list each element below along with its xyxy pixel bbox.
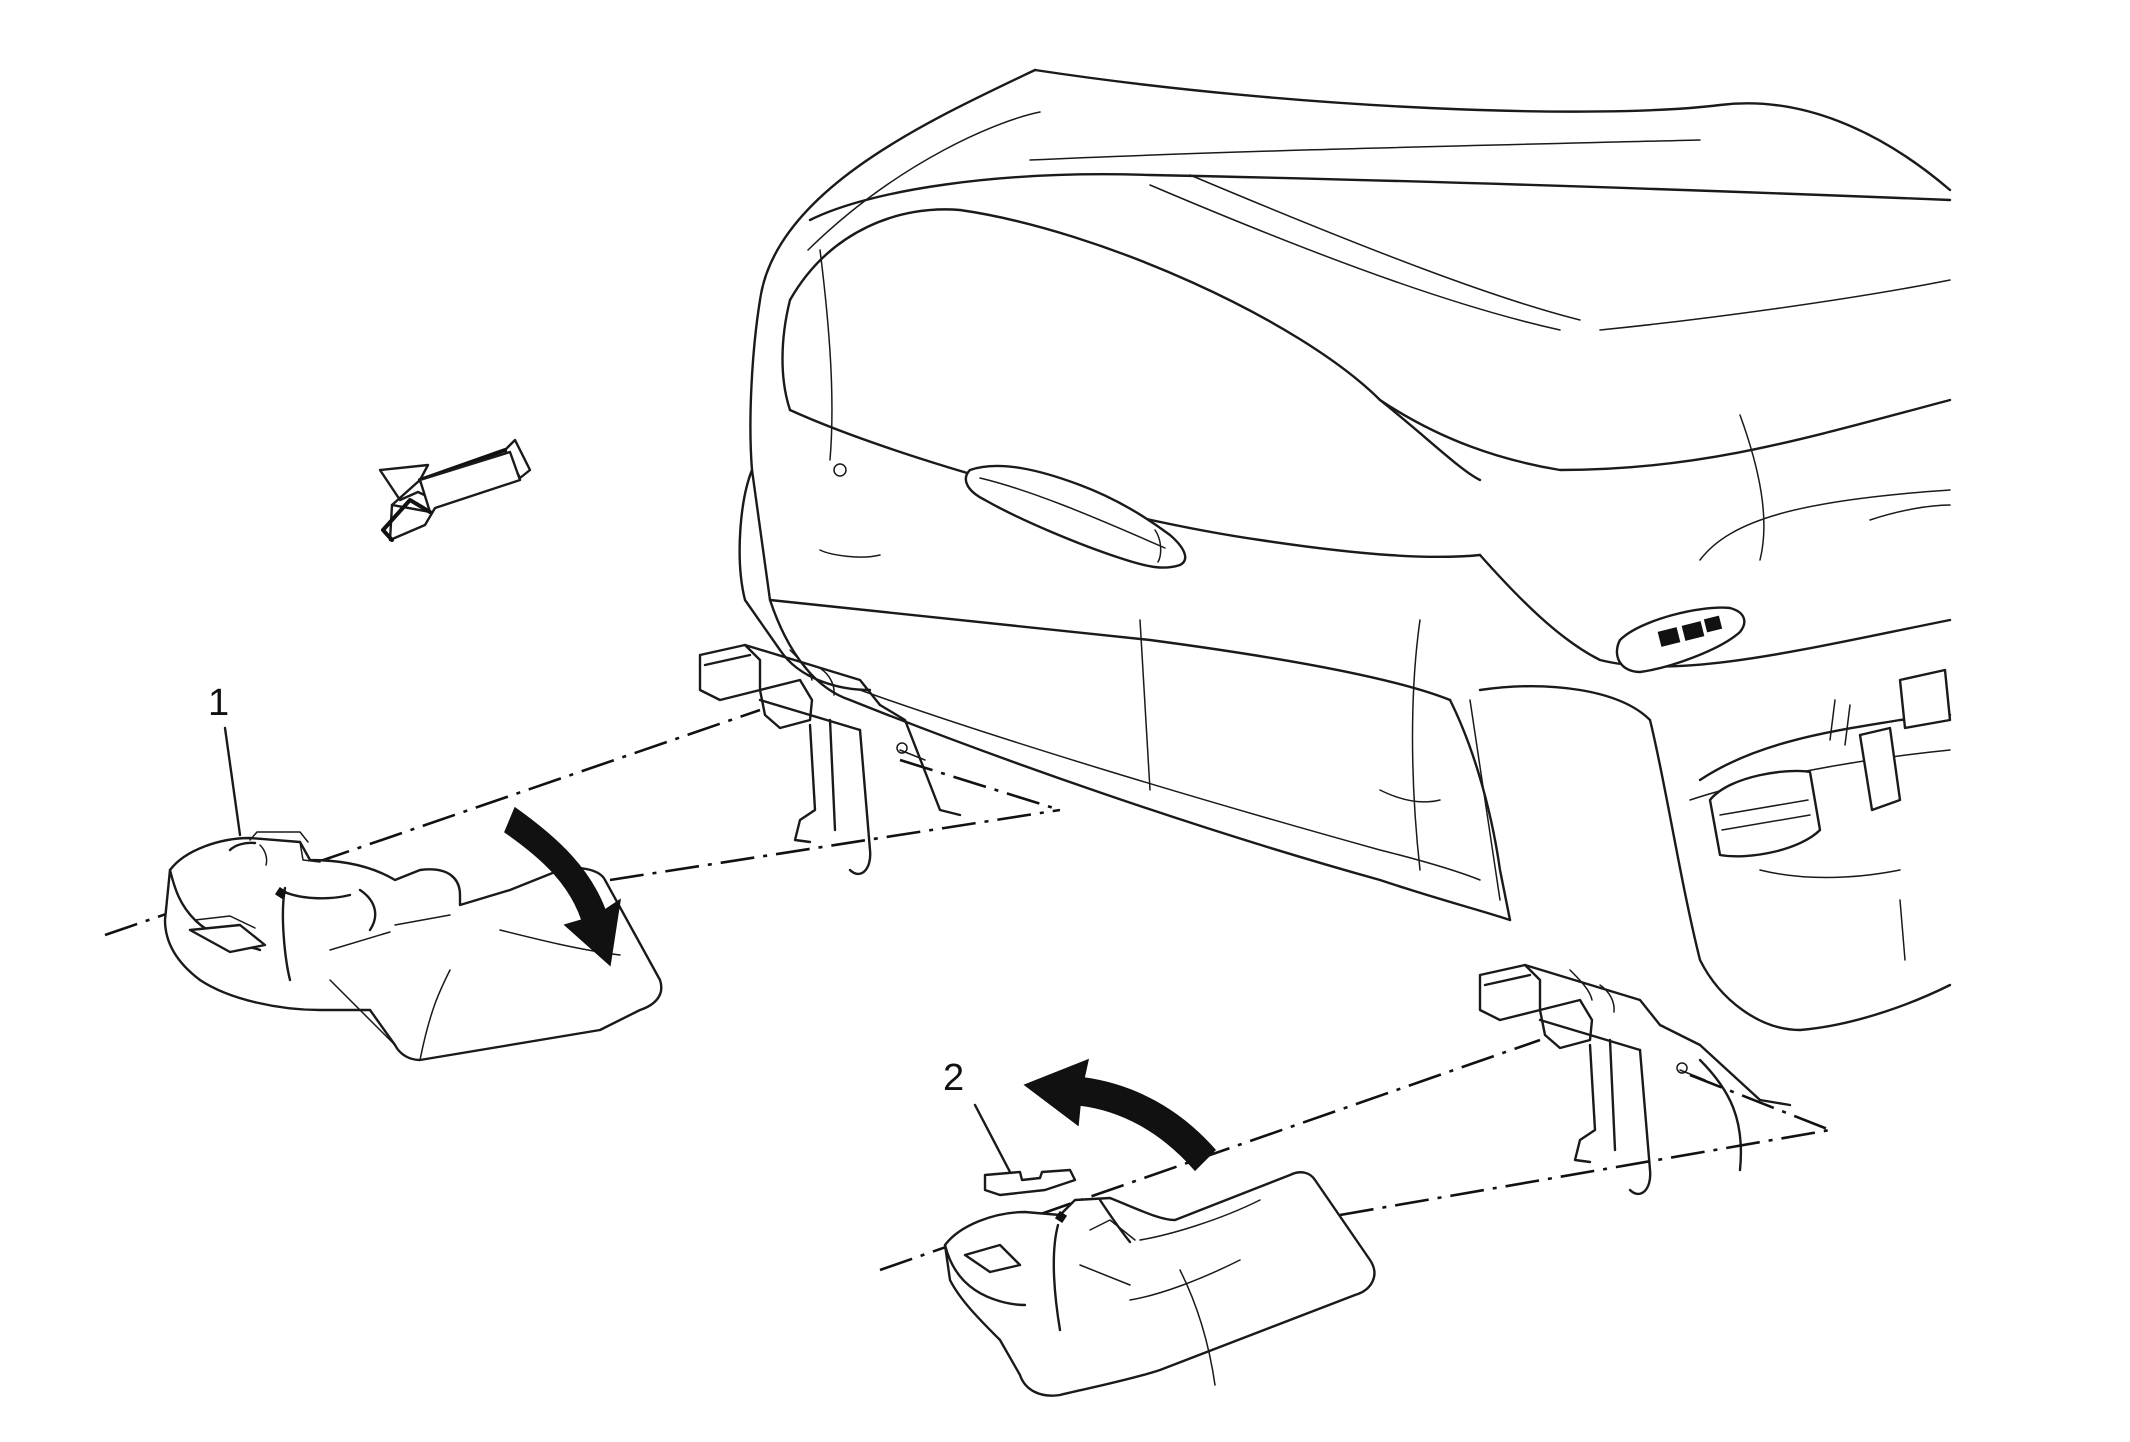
- front-track-cover-1: [163, 831, 663, 1062]
- centerline-2b: [1339, 1128, 1831, 1217]
- callout-1: 1: [208, 682, 229, 724]
- centerline-1b: [609, 808, 1061, 882]
- rotate-arrow-cover-2: [1023, 1058, 1217, 1172]
- rotate-arrow-cover-1: [504, 806, 622, 967]
- callout-2: 2: [943, 1057, 964, 1099]
- left-seat-track: [698, 643, 962, 876]
- centerline-2c: [1689, 1073, 1831, 1132]
- rear-track-cover-2: [943, 1168, 1376, 1397]
- callout-2-group: 2: [943, 1057, 1012, 1174]
- seat-cushion: [738, 68, 1952, 1032]
- right-seat-track: [1478, 963, 1792, 1196]
- callout-1-group: 1: [208, 682, 242, 837]
- forward-direction-arrow: [378, 438, 532, 542]
- callout-2-leader: [973, 1103, 1012, 1174]
- callout-1-leader: [223, 726, 242, 837]
- centerline-1c: [899, 758, 1061, 812]
